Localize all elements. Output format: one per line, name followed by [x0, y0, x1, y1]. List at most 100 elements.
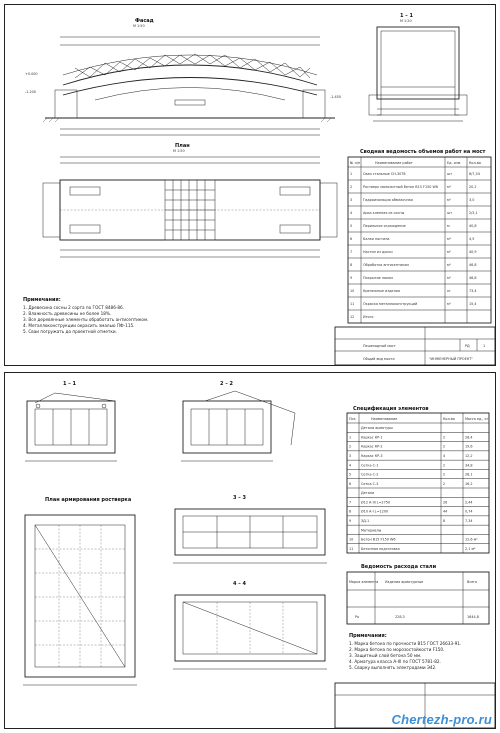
svg-text:4. Арматура класса А-III по ГО: 4. Арматура класса А-III по ГОСТ 5781-82…	[349, 659, 441, 664]
svg-text:Изделия арматурные: Изделия арматурные	[385, 580, 423, 584]
spec-cell: 8	[443, 519, 445, 523]
svg-text:-1.200: -1.200	[25, 90, 36, 94]
spec-cell: ЗД-1	[361, 519, 369, 523]
title-block: Пешеходный мост РД 1 Общий вид моста "ИН…	[334, 326, 496, 366]
svg-text:Масса ед., кг: Масса ед., кг	[465, 417, 489, 421]
volume-cell: 4	[350, 211, 352, 215]
svg-text:4. Металлоконструкции окрасить: 4. Металлоконструкции окрасить эмалью ПФ…	[23, 323, 135, 328]
volume-cell: 40,8	[469, 224, 477, 228]
volume-cell: 8	[350, 263, 352, 267]
view-3-title: 3 – 3	[233, 495, 246, 501]
svg-text:3. Защитный слой бетона 50 мм.: 3. Защитный слой бетона 50 мм.	[349, 653, 421, 658]
volume-cell: 3,0	[469, 198, 474, 202]
volume-cell: м³	[447, 185, 452, 189]
view-1-title: 1 – 1	[63, 381, 76, 387]
handrail	[62, 54, 318, 76]
plan-title: План	[175, 143, 190, 149]
svg-text:Наименование работ: Наименование работ	[375, 161, 413, 165]
spec-cell: 4	[349, 463, 351, 467]
spec-cell: 28,4	[465, 435, 473, 439]
svg-text:+0.000: +0.000	[25, 72, 38, 76]
spec-cell: 9	[349, 519, 351, 523]
spec-cell: Каркас КР-1	[361, 435, 383, 439]
spec-cell: Сетка С-3	[361, 482, 378, 486]
volume-cell: 12	[350, 315, 354, 319]
view-2-title: 2 – 2	[220, 381, 233, 387]
volume-cell: шт	[447, 211, 452, 215]
svg-text:2. Марка бетона по морозостойк: 2. Марка бетона по морозостойкости F150.	[349, 647, 444, 652]
spec-cell: Ø12 А-III L=2750	[361, 499, 390, 504]
sheet2-notes-list: 1. Марка бетона по прочности В15 ГОСТ 26…	[349, 641, 461, 670]
spec-cell: 2	[443, 482, 445, 486]
svg-text:2. Влажность древесины не боле: 2. Влажность древесины не более 18%.	[23, 311, 111, 316]
notes-title: Примечания:	[23, 297, 61, 303]
spec-cell: 2,1 м³	[465, 547, 476, 551]
spec-cell: 10	[349, 538, 353, 542]
view-4-title: 4 – 4	[233, 581, 246, 587]
volume-cell: кг	[447, 289, 451, 293]
volume-cell: 10	[350, 289, 354, 293]
arch-top-chord	[62, 64, 318, 86]
volume-table: № п/п Наименование работ Ед. изм. Кол-во	[347, 156, 492, 324]
section-scale: М 1:20	[400, 19, 412, 23]
volume-cell: 15,4	[469, 302, 477, 306]
volume-cell: м²	[447, 302, 452, 306]
spec-cell: 2	[443, 445, 445, 449]
volume-cell: м²	[447, 250, 452, 254]
volume-cell: Ростверк монолитный бетон В15 F150 W6	[363, 185, 438, 189]
rebar-plan	[24, 514, 136, 678]
spec-cell: 3	[349, 454, 351, 458]
volume-cell: 5	[350, 224, 352, 228]
volume-cell: 40,9	[469, 250, 477, 254]
volume-cell: 4,5	[469, 237, 474, 241]
volume-cell: 73,4	[469, 289, 477, 293]
spec-cell: Бетонная подготовка	[361, 547, 400, 551]
svg-text:5. Сваи погружать до проектной: 5. Сваи погружать до проектной отметки.	[23, 329, 117, 334]
volume-cell: 11	[350, 302, 354, 306]
spec-cell: Сетка С-1	[361, 463, 378, 467]
spec-cell: 5	[349, 473, 351, 477]
spec-cell: 6	[349, 482, 351, 486]
plan-scale: М 1:50	[173, 149, 185, 153]
svg-text:-1.450: -1.450	[330, 95, 341, 99]
steel-table: Марка элемента Изделия арматурные Всего …	[346, 571, 490, 625]
spec-cell: Материалы	[361, 528, 382, 532]
steel-title: Ведомость расхода стали	[361, 564, 437, 570]
spec-cell: 7	[349, 500, 351, 504]
stamp-org: "ИНЖЕНЕРНЫЙ ПРОЕКТ"	[429, 356, 473, 361]
spec-cell: 12,2	[465, 454, 473, 458]
volume-cell: Гидроизоляция обмазочная	[363, 198, 413, 202]
spec-table: Поз. Наименование Кол-во Масса ед., кг	[346, 412, 490, 554]
volume-cell: 20,2	[469, 185, 477, 189]
arch-bottom-chord	[62, 77, 318, 96]
volume-cell: Итого	[363, 315, 373, 319]
drawing-sheet-1: Фасад М 1:50 +0.000 -1.200 -1.450 1 – 1 …	[4, 4, 496, 366]
rebar-plan-title: План армирования ростверка	[45, 497, 131, 503]
spec-cell: 2	[443, 473, 445, 477]
spec-cell: Детали	[361, 491, 374, 495]
stamp-sheet: 1	[483, 344, 485, 348]
spec-cell: Бетон В15 F150 W6	[361, 538, 395, 542]
volume-cell: Окраска металлоконструкций	[363, 302, 417, 306]
spec-cell: 7,34	[465, 519, 473, 523]
volume-cell: 46,8	[469, 276, 477, 280]
sheet2-notes-title: Примечания:	[349, 633, 387, 639]
notes-list: 1. Древесина сосны 2 сорта по ГОСТ 8486-…	[23, 305, 148, 334]
svg-text:Наименование: Наименование	[371, 417, 397, 421]
svg-text:Марка элемента: Марка элемента	[349, 580, 378, 584]
svg-text:№ п/п: № п/п	[350, 161, 360, 165]
spec-cell: 26	[443, 500, 447, 504]
volume-cell: 3	[350, 198, 352, 202]
spec-cell: 28,1	[465, 473, 473, 477]
stamp-drawing: Общий вид моста	[363, 357, 395, 361]
svg-text:5. Сварку выполнять электродам: 5. Сварку выполнять электродами Э42.	[349, 665, 437, 670]
spec-cell: Каркас КР-2	[361, 445, 383, 449]
spec-cell: 34,8	[465, 463, 473, 467]
stamp-object: Пешеходный мост	[363, 344, 396, 348]
railing-lattice	[74, 53, 311, 79]
facade-scale: М 1:50	[133, 24, 145, 28]
watermark-logo[interactable]: Chertezh-pro.ru	[391, 712, 492, 727]
svg-text:Кол-во: Кол-во	[443, 417, 455, 421]
spec-cell: Ø10 А-I L=1200	[361, 509, 388, 514]
volume-cell: 8/7,34	[469, 172, 480, 176]
